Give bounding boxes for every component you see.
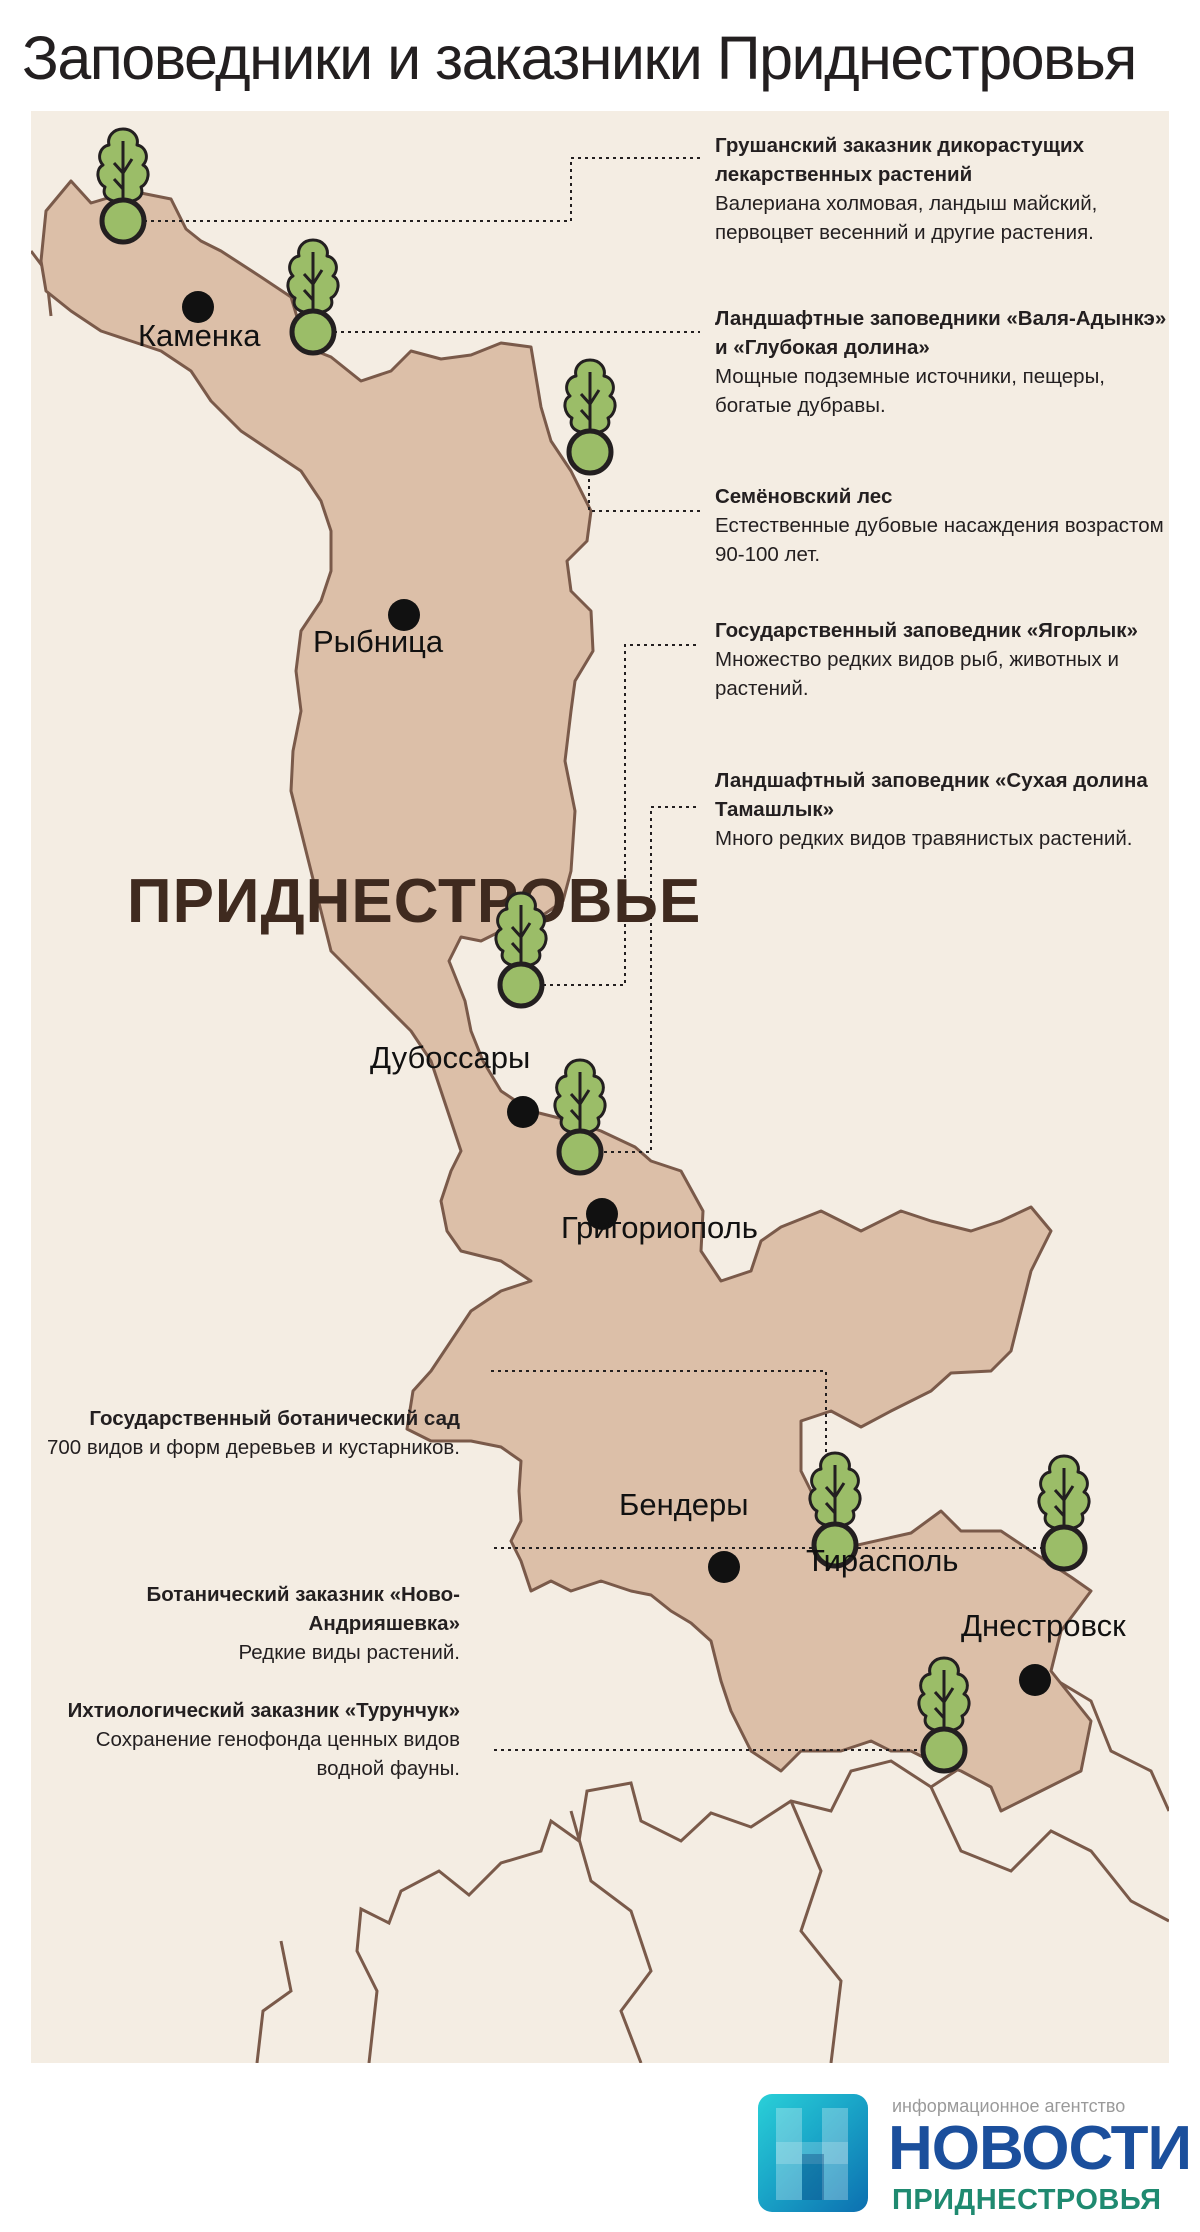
border-line-south-4 — [929, 1786, 1169, 1923]
reserve-callout: Государственный ботанический сад 700 видо… — [40, 1404, 460, 1462]
city-label: Бендеры — [619, 1487, 749, 1522]
city-label: Дубоссары — [370, 1040, 531, 1075]
logo-name: НОВОСТИ — [888, 2114, 1192, 2183]
reserve-description: Мощные подземные источники, пещеры, бога… — [715, 365, 1106, 417]
region-label: ПРИДНЕСТРОВЬЕ — [127, 867, 702, 936]
city-label: Днестровск — [961, 1608, 1126, 1643]
logo-subtitle: информационное агентство — [892, 2096, 1126, 2116]
agency-logo: информационное агентство НОВОСТИ ПРИДНЕС… — [758, 2090, 1192, 2220]
border-line-south-5 — [1040, 1669, 1169, 1812]
reserve-title: Семёновский лес — [715, 485, 893, 508]
reserve-description: Сохранение генофонда ценных видов водной… — [95, 1728, 460, 1780]
reserve-title: Ихтиологический заказник «Турунчук» — [67, 1699, 460, 1722]
border-line-south-2 — [569, 1810, 653, 2063]
connector-line-4 — [515, 644, 700, 986]
page-title: Заповедники и заказники Приднестровья — [22, 24, 1137, 92]
reserve-callout: Ихтиологический заказник «Турунчук» Сохра… — [40, 1696, 460, 1783]
reserve-callout: Ботанический заказник «Ново-Андрияшевка»… — [40, 1580, 460, 1667]
territory-shape — [39, 179, 1093, 1813]
reserve-callout: Государственный заповедник «Ягорлык» Множ… — [715, 616, 1175, 703]
reserve-callout: Ландшафтные заповедники «Валя-Адынкэ» и … — [715, 304, 1175, 420]
city-label: Тирасполь — [806, 1543, 959, 1578]
border-line-south-3 — [789, 1800, 843, 2063]
connector-line-3 — [588, 451, 700, 512]
city-label: Каменка — [138, 318, 261, 353]
city-label: Григориополь — [561, 1210, 758, 1245]
reserve-title: Ландшафтный заповедник «Сухая долина Там… — [715, 769, 1148, 821]
reserve-title: Ландшафтные заповедники «Валя-Адынкэ» и … — [715, 307, 1167, 359]
reserve-description: Редкие виды растений. — [238, 1641, 460, 1664]
reserve-description: Множество редких видов рыб, животных и р… — [715, 648, 1119, 700]
reserve-callout: Грушанский заказник дикорастущих лекарст… — [715, 131, 1175, 247]
border-line-south-6 — [255, 1940, 293, 2063]
connector-line-5 — [576, 806, 700, 1153]
city-label: Рыбница — [313, 624, 444, 659]
reserve-title: Грушанский заказник дикорастущих лекарст… — [715, 134, 1084, 186]
reserve-callout: Ландшафтный заповедник «Сухая долина Там… — [715, 766, 1175, 853]
reserve-title: Государственный ботанический сад — [89, 1407, 460, 1430]
reserve-description: Естественные дубовые насаждения возрасто… — [715, 514, 1164, 566]
reserve-description: Много редких видов травянистых растений. — [715, 827, 1133, 850]
reserve-description: Валериана холмовая, ландыш майский, перв… — [715, 192, 1098, 244]
map-svg — [31, 157, 1169, 2063]
reserve-title: Государственный заповедник «Ягорлык» — [715, 619, 1138, 642]
border-line-south — [355, 1600, 1043, 2063]
reserve-description: 700 видов и форм деревьев и кустарников. — [46, 1436, 460, 1459]
connector-line-1 — [123, 157, 700, 222]
logo-region: ПРИДНЕСТРОВЬЯ — [892, 2184, 1162, 2216]
logo-mark-icon — [758, 2094, 868, 2212]
reserve-title: Ботанический заказник «Ново-Андрияшевка» — [146, 1583, 460, 1635]
